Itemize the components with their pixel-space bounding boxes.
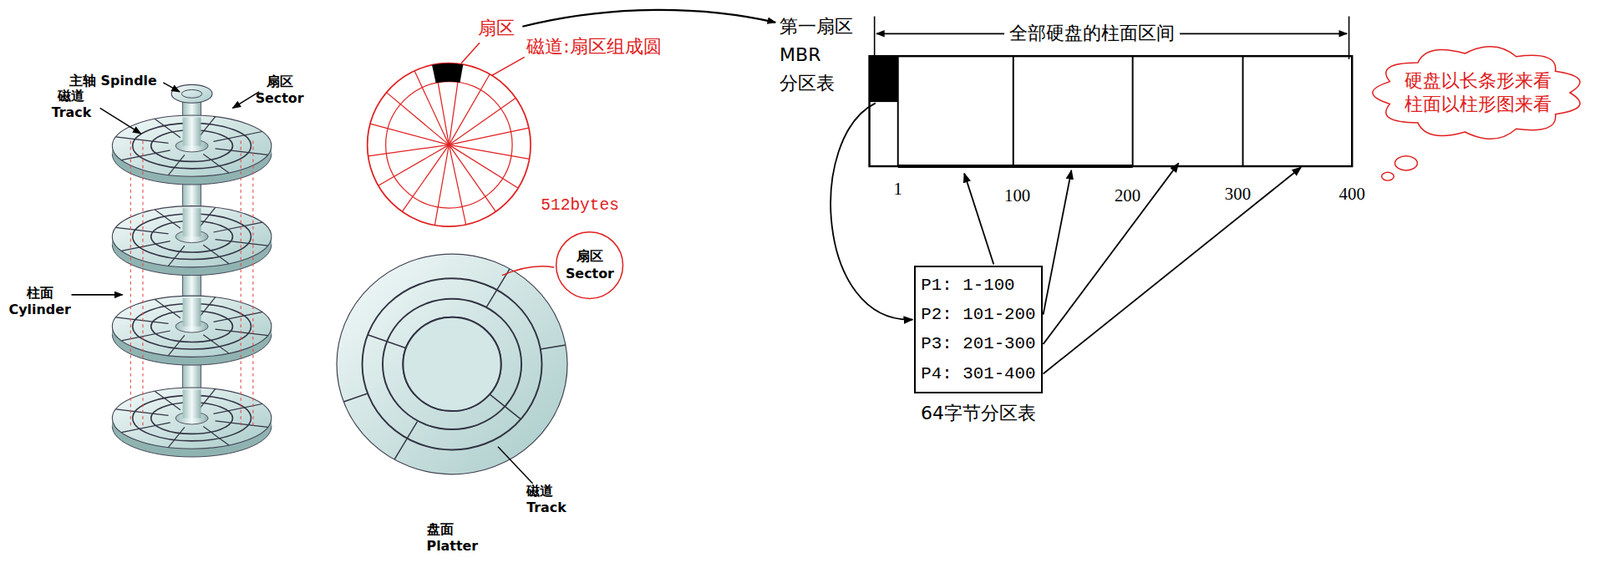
node-text: 扇区 Sector	[565, 248, 615, 283]
cylinder-guide	[252, 141, 254, 427]
range-pointer	[1043, 167, 1302, 374]
part-label: 磁道 Track	[51, 87, 92, 122]
range-tick	[1348, 16, 1351, 60]
sector-block	[431, 63, 463, 84]
cylinder-guide	[240, 141, 242, 427]
pointer-arrow	[522, 10, 776, 27]
part-label: 磁道 Track	[526, 482, 567, 517]
platter	[111, 115, 272, 185]
node-text: 硬盘以长条形来看 柱面以柱形图来看	[1404, 69, 1552, 117]
platter-top-view	[336, 253, 568, 475]
spindle-cap	[171, 84, 213, 103]
part-label: 盘面 Platter	[426, 521, 479, 555]
cylinder-number: 400	[1339, 182, 1366, 205]
platter	[111, 206, 272, 276]
cylinder-number: 300	[1224, 182, 1251, 205]
leader-line	[497, 446, 534, 484]
part-label: 主轴 Spindle	[69, 72, 158, 90]
leader-line	[71, 294, 122, 296]
thought-bubble	[1381, 172, 1395, 181]
cylinder-bar	[869, 55, 1353, 167]
partition-table: P1: 1-100P2: 101-200P3: 201-300P4: 301-4…	[914, 265, 1042, 395]
table-caption: 64字节分区表	[920, 401, 1037, 427]
cylinder-number: 100	[1004, 184, 1031, 207]
table-row: P4: 301-400	[920, 359, 1036, 389]
platter	[111, 295, 272, 366]
thought-bubble	[1395, 156, 1418, 171]
mbr-pointer	[830, 102, 913, 320]
leader-line	[162, 82, 180, 92]
range-pointer	[1043, 170, 1072, 315]
table-row: P2: 101-200	[920, 299, 1036, 330]
part-label: 全部硬盘的柱面区间	[1004, 21, 1180, 46]
part-label: 磁道:扇区组成圆	[526, 35, 661, 59]
table-row: P3: 201-300	[920, 329, 1036, 359]
cloud-outline	[1368, 37, 1588, 148]
part-label: 扇区 Sector	[255, 73, 305, 107]
table-row: P1: 1-100	[920, 270, 1036, 300]
leader-line	[100, 107, 142, 134]
platter	[111, 387, 272, 458]
leader-line	[461, 42, 480, 63]
cylinder-number: 200	[1114, 184, 1141, 207]
note-cloud: 硬盘以长条形来看 柱面以柱形图来看	[1368, 37, 1588, 148]
part-label: 第一扇区 MBR 分区表	[779, 12, 854, 98]
table-box: P1: 1-100P2: 101-200P3: 201-300P4: 301-4…	[914, 265, 1042, 395]
sector-callout: 扇区 Sector	[554, 230, 625, 300]
part-label: 柱面 Cylinder	[9, 284, 72, 319]
leader-line	[232, 91, 260, 109]
range-tick	[873, 16, 876, 60]
track-circle	[367, 63, 531, 227]
part-label: 扇区	[477, 16, 515, 41]
cylinder-guide	[130, 141, 132, 427]
part-label: 512bytes	[540, 195, 620, 216]
range-pointer	[1043, 162, 1179, 345]
cylinder-number: 1	[893, 177, 903, 200]
range-pointer	[964, 173, 994, 265]
cylinder-guide	[142, 141, 143, 427]
leader-line	[502, 266, 554, 276]
leader-line	[492, 56, 525, 76]
